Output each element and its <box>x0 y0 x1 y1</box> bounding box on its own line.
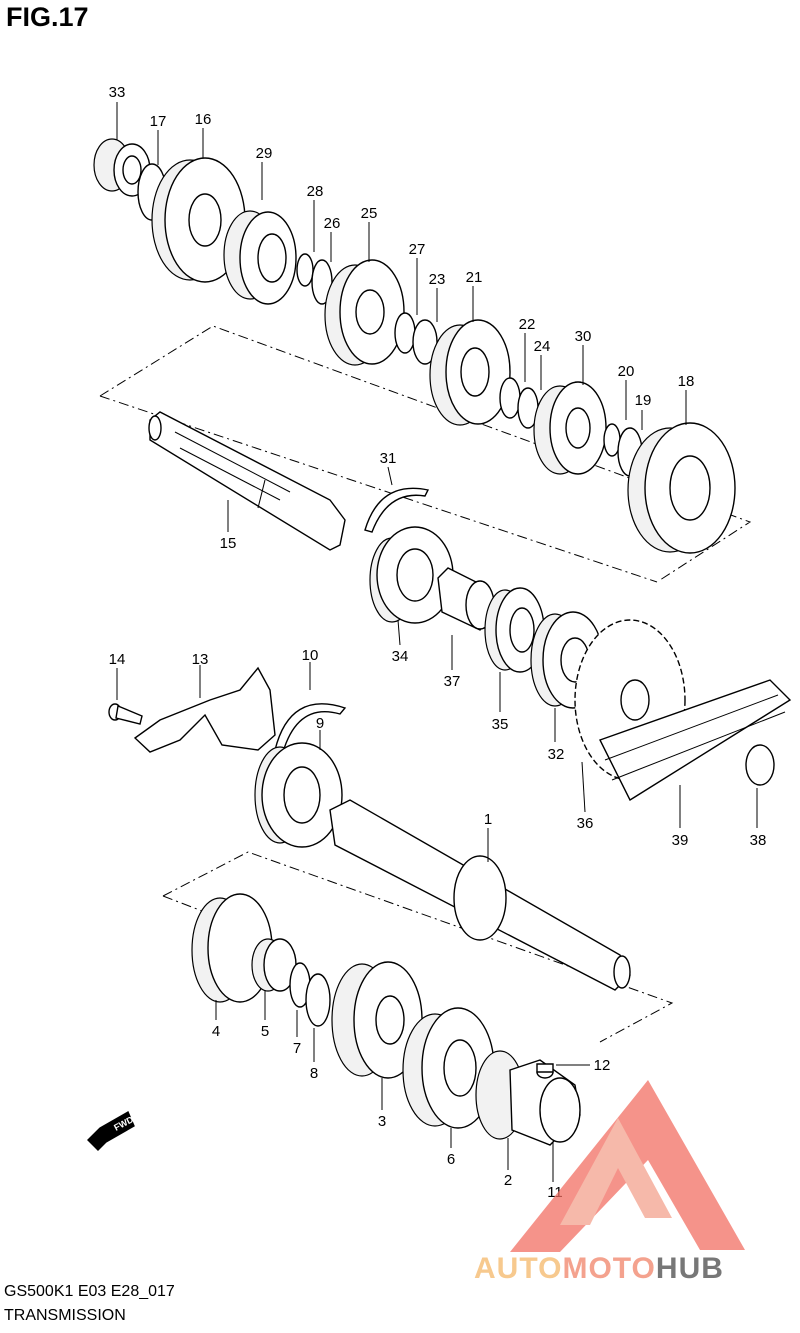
gear-21 <box>429 319 511 426</box>
chain-clip-38 <box>745 744 775 786</box>
callout-4: 4 <box>212 1023 220 1040</box>
gear-29 <box>223 210 297 305</box>
gear-4 <box>191 893 273 1003</box>
gear-25 <box>324 259 405 366</box>
callout-22: 22 <box>519 316 536 333</box>
callout-7: 7 <box>293 1040 301 1057</box>
callout-34: 34 <box>392 648 409 665</box>
callout-29: 29 <box>256 145 273 162</box>
figure-title: FIG.17 <box>6 2 89 32</box>
pin-12 <box>536 1063 554 1079</box>
watermark-auto: AUTO <box>474 1252 563 1285</box>
callout-3: 3 <box>378 1113 386 1130</box>
washer-28 <box>296 253 314 287</box>
callout-14: 14 <box>109 651 126 668</box>
callout-9: 9 <box>316 715 324 732</box>
callout-38: 38 <box>750 832 767 849</box>
washer-22 <box>499 377 521 419</box>
callout-33: 33 <box>109 84 126 101</box>
callout-10: 10 <box>302 647 319 664</box>
mainshaft-1 <box>329 799 631 991</box>
callout-32: 32 <box>548 746 565 763</box>
watermark-text: AUTOMOTOHUB <box>474 1252 724 1286</box>
callout-labels: 33 17 16 29 28 26 25 27 23 21 22 24 30 2… <box>109 84 767 1201</box>
callout-2: 2 <box>504 1172 512 1189</box>
gear-30 <box>533 381 607 475</box>
circlip-8 <box>305 973 331 1027</box>
forward-arrow-icon: FWD <box>87 1111 135 1151</box>
circlip-10 <box>274 703 347 753</box>
oil-seal-35 <box>484 587 545 673</box>
callout-37: 37 <box>444 673 461 690</box>
gear-18 <box>627 422 736 554</box>
callout-6: 6 <box>447 1151 455 1168</box>
callout-12: 12 <box>594 1057 611 1074</box>
needle-bearing-33 <box>93 138 151 197</box>
watermark-moto: MOTO <box>562 1252 656 1285</box>
model-code: GS500K1 E03 E28_017 <box>4 1283 175 1300</box>
figure-subtitle: TRANSMISSION <box>4 1307 126 1324</box>
automotohub-logo-icon <box>510 1080 745 1252</box>
gear-2 <box>475 1050 581 1146</box>
bearing-34 <box>369 526 454 624</box>
callout-16: 16 <box>195 111 212 128</box>
screw-14 <box>108 703 143 725</box>
callout-36: 36 <box>577 815 594 832</box>
callout-24: 24 <box>534 338 551 355</box>
callout-13: 13 <box>192 651 209 668</box>
drive-chain-39 <box>599 679 792 802</box>
callout-23: 23 <box>429 271 446 288</box>
callout-17: 17 <box>150 113 167 130</box>
callout-1: 1 <box>484 811 492 828</box>
callout-19: 19 <box>635 392 652 409</box>
circlip-31 <box>364 487 430 533</box>
callout-26: 26 <box>324 215 341 232</box>
callout-18: 18 <box>678 373 695 390</box>
washer-27 <box>394 312 416 354</box>
watermark-hub: HUB <box>655 1252 724 1285</box>
callout-28: 28 <box>307 183 324 200</box>
callout-39: 39 <box>672 832 689 849</box>
retainer-plate-13 <box>133 666 276 753</box>
callout-21: 21 <box>466 269 483 286</box>
callout-30: 30 <box>575 328 592 345</box>
callout-31: 31 <box>380 450 397 467</box>
callout-27: 27 <box>409 241 426 258</box>
callout-20: 20 <box>618 363 635 380</box>
callout-35: 35 <box>492 716 509 733</box>
callout-8: 8 <box>310 1065 318 1082</box>
callout-25: 25 <box>361 205 378 222</box>
leader-lines <box>116 102 758 1182</box>
countershaft-15 <box>148 411 346 551</box>
bushing-5 <box>251 938 297 992</box>
callout-5: 5 <box>261 1023 269 1040</box>
bearing-9 <box>254 742 343 848</box>
callout-15: 15 <box>220 535 237 552</box>
